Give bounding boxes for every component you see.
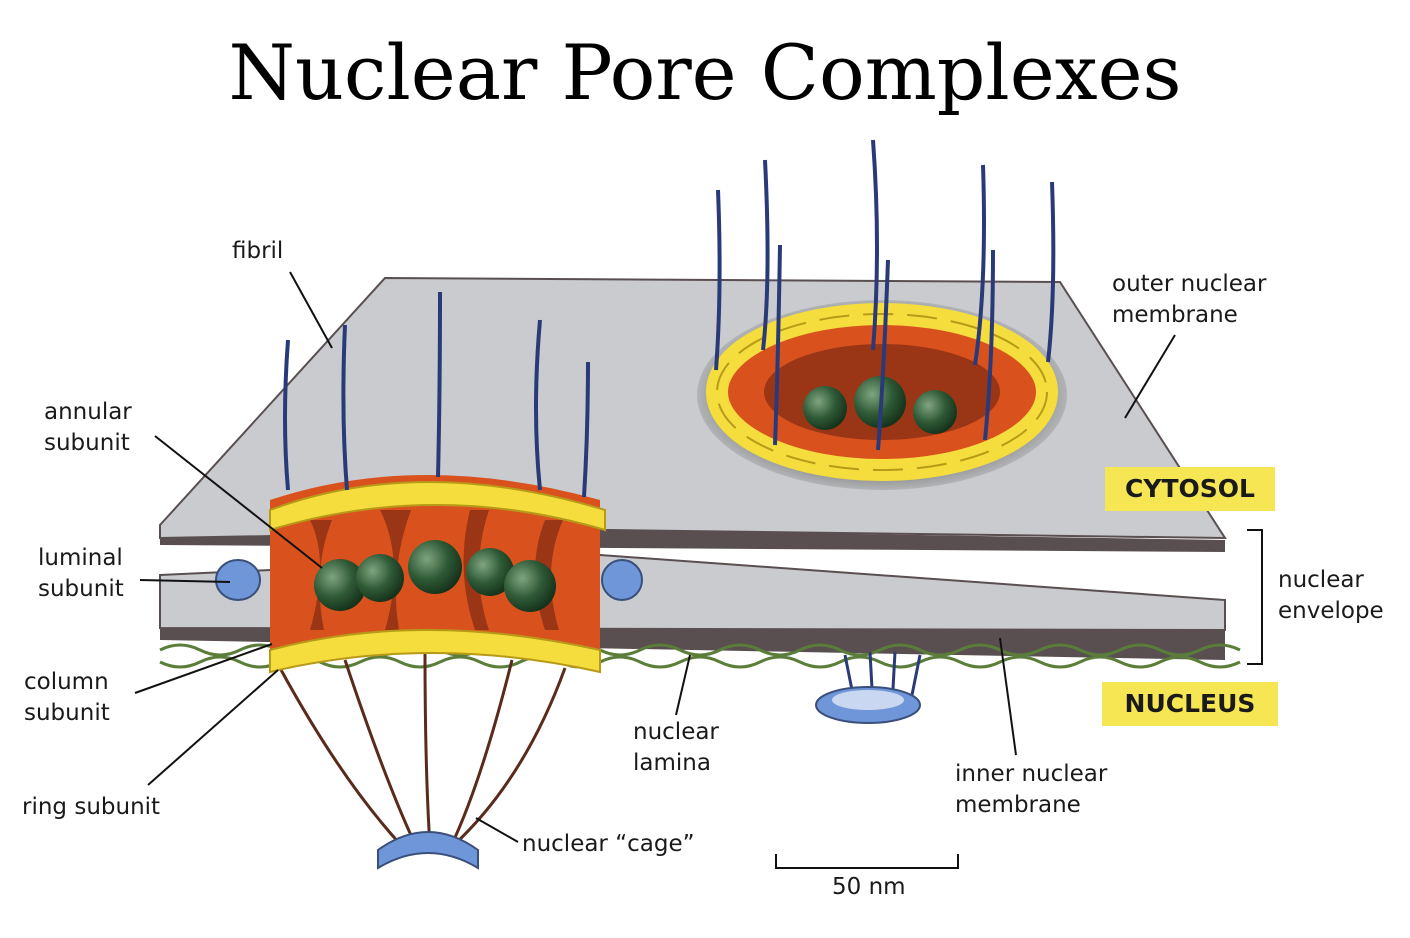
scale-bar-label: 50 nm — [832, 874, 906, 900]
cytosol-tag-bg — [1105, 467, 1275, 511]
nucleus-tag-bg — [1102, 682, 1278, 726]
page-title: Nuclear Pore Complexes — [228, 28, 1182, 117]
cytosol-label: CYTOSOL — [1125, 474, 1255, 503]
pore-complex-top-view — [697, 139, 1067, 490]
nuclear-cage-label: nuclear “cage” — [522, 831, 695, 857]
nucleus-label: NUCLEUS — [1124, 689, 1256, 718]
pore-complex-side-view — [215, 291, 643, 870]
fibril-label: fibril — [232, 238, 284, 264]
ring-subunit-label: ring subunit — [22, 794, 161, 820]
nuclear-basket-top — [815, 651, 922, 724]
leader-lines — [134, 271, 1263, 869]
